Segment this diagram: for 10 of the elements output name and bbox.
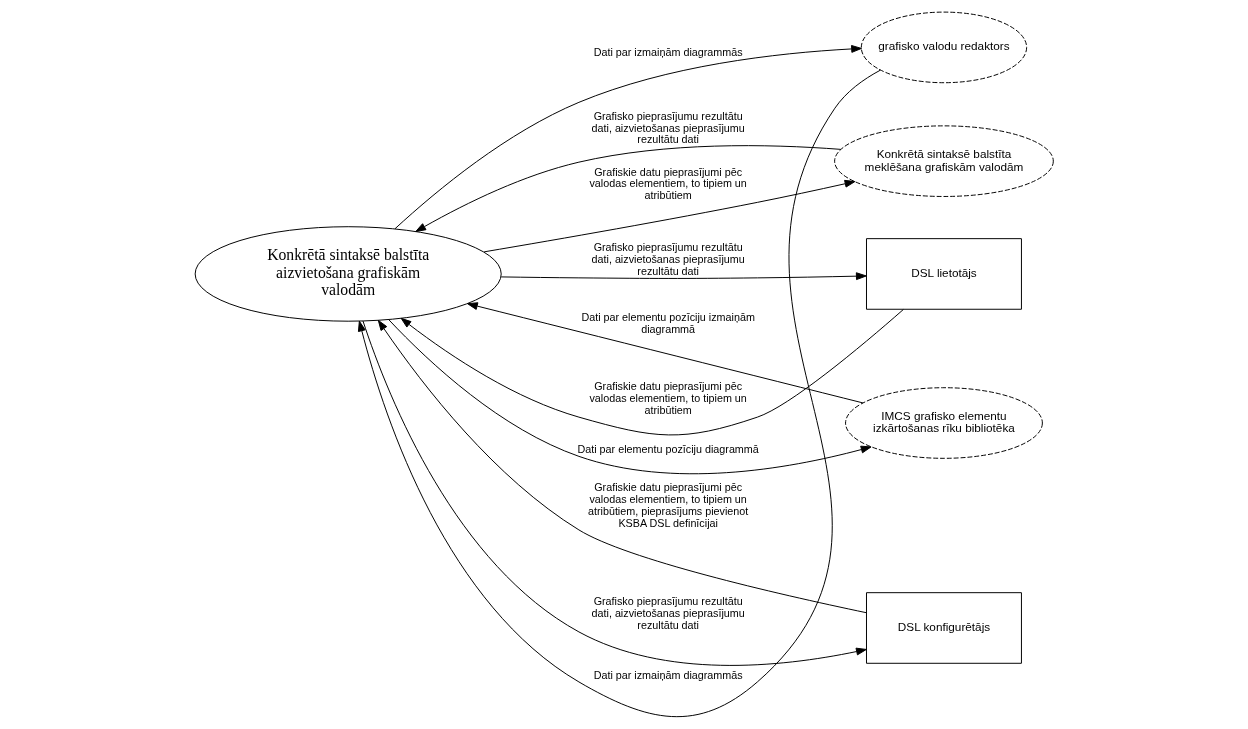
- edge-label: Grafiskie datu pieprasījumi pēc valodas elementiem, to tipiem un atribūtiem, pieprasījums pievienot KSBA DSL definīcijai: [587, 481, 749, 529]
- edge-label: Grafisko pieprasījumu rezultātu dati, aizvietošanas pieprasījumu rezultātu dati: [591, 595, 745, 631]
- edge-label: Grafisko pieprasījumu rezultātu dati, aizvietošanas pieprasījumu rezultātu dati: [591, 241, 745, 277]
- edge-label: Grafiskie datu pieprasījumi pēc valodas elementiem, to tipiem un atribūtiem: [589, 380, 747, 416]
- edge-label: Dati par izmaiņām diagrammās: [593, 668, 743, 681]
- edge-label: Dati par elementu pozīciju izmaiņām diagrammā: [581, 310, 755, 335]
- edge-label: Dati par izmaiņām diagrammās: [593, 46, 743, 59]
- edge-label: Grafiskie datu pieprasījumi pēc valodas elementiem, to tipiem un atribūtiem: [589, 165, 747, 202]
- edge-label: Grafisko pieprasījumu rezultātu dati, aizvietošanas pieprasījumu rezultātu dati: [591, 109, 745, 146]
- edge-label: Dati par elementu pozīciju diagrammā: [577, 443, 759, 456]
